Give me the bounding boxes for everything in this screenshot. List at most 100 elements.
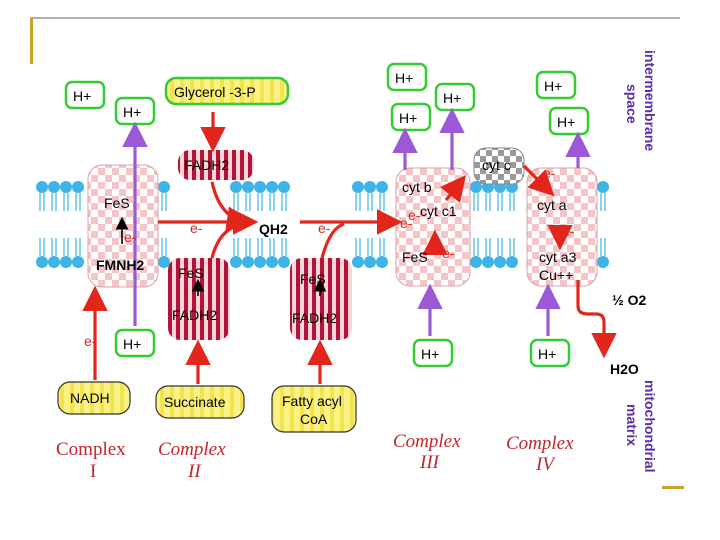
svg-text:II: II — [187, 461, 202, 482]
svg-text:H2O: H2O — [610, 361, 639, 377]
svg-text:IV: IV — [535, 454, 556, 475]
lipid-head — [36, 256, 48, 268]
succinate-box: Succinate — [155, 385, 245, 419]
svg-text:H+: H+ — [395, 70, 413, 86]
h-plus-box: H+ — [114, 328, 156, 358]
lipid-head — [364, 181, 376, 193]
svg-text:Complex: Complex — [506, 433, 574, 454]
svg-text:H+: H+ — [538, 346, 556, 362]
lipid-head — [470, 256, 482, 268]
svg-text:Complex: Complex — [393, 431, 461, 452]
lipid-head — [242, 256, 254, 268]
mitochondrial-matrix-label: mitochondrial matrix — [624, 380, 658, 473]
svg-text:FeS: FeS — [300, 271, 326, 287]
svg-text:QH2: QH2 — [259, 221, 288, 237]
svg-text:H+: H+ — [123, 104, 141, 120]
lipid-head — [158, 256, 170, 268]
lipid-head — [266, 256, 278, 268]
svg-text:e-: e- — [318, 220, 331, 236]
svg-text:cyt b: cyt b — [402, 179, 432, 195]
lipid-head — [278, 181, 290, 193]
lipid-head — [230, 256, 242, 268]
lipid-head — [242, 181, 254, 193]
svg-text:Glycerol -3-P: Glycerol -3-P — [174, 84, 256, 100]
lipid-head — [72, 256, 84, 268]
svg-text:FeS: FeS — [402, 249, 428, 265]
svg-text:H+: H+ — [399, 110, 417, 126]
svg-text:Complex: Complex — [56, 439, 126, 460]
svg-text:Complex: Complex — [158, 439, 226, 460]
svg-text:Fatty acyl: Fatty acyl — [282, 393, 342, 409]
h-plus-box: H+ — [529, 338, 571, 368]
lipid-head — [470, 181, 482, 193]
h-plus-box: H+ — [386, 62, 428, 92]
svg-text:FeS: FeS — [104, 195, 130, 211]
lipid-head — [352, 256, 364, 268]
svg-text:Succinate: Succinate — [164, 394, 226, 410]
lipid-head — [494, 256, 506, 268]
svg-text:FADH2: FADH2 — [184, 157, 229, 173]
fatty-acyl-dehydrogenase-body — [290, 258, 352, 340]
h-plus-box: H+ — [434, 82, 476, 112]
complex-ii-body — [168, 258, 230, 340]
h-plus-box: H+ — [114, 96, 156, 126]
lipid-head — [506, 256, 518, 268]
lipid-head — [158, 181, 170, 193]
svg-text:H+: H+ — [544, 78, 562, 94]
svg-text:e-: e- — [84, 333, 97, 349]
svg-text:H+: H+ — [443, 90, 461, 106]
glycerol-3-p-box: Glycerol -3-P — [164, 76, 290, 106]
lipid-head — [48, 181, 60, 193]
svg-text:e-: e- — [408, 207, 421, 223]
svg-text:H+: H+ — [73, 88, 91, 104]
h-plus-box: H+ — [535, 70, 577, 100]
fatty-acyl-coa-box: Fatty acyl CoA — [271, 385, 357, 433]
svg-text:NADH: NADH — [70, 390, 110, 406]
lipid-head — [230, 181, 242, 193]
svg-text:½ O2: ½ O2 — [612, 292, 646, 308]
lipid-head — [60, 256, 72, 268]
svg-text:FMNH2: FMNH2 — [96, 257, 144, 273]
lipid-head — [597, 181, 609, 193]
slide-frame — [30, 17, 684, 489]
svg-text:FADH2: FADH2 — [172, 307, 217, 323]
svg-text:cyt c1: cyt c1 — [420, 203, 457, 219]
svg-text:H+: H+ — [123, 336, 141, 352]
lipid-head — [266, 181, 278, 193]
svg-text:mitochondrial: mitochondrial — [642, 380, 658, 473]
svg-text:H+: H+ — [557, 114, 575, 130]
lipid-head — [376, 181, 388, 193]
lipid-head — [48, 256, 60, 268]
svg-text:e-: e- — [442, 245, 455, 261]
svg-text:H+: H+ — [421, 346, 439, 362]
svg-text:FADH2: FADH2 — [292, 310, 337, 326]
lipid-head — [36, 181, 48, 193]
complex-captions: Complex I Complex II Complex III Complex… — [56, 431, 574, 482]
svg-text:FeS: FeS — [178, 265, 204, 281]
internal-arrows — [115, 216, 327, 296]
svg-text:e-: e- — [400, 215, 413, 231]
h-plus-box: H+ — [412, 338, 454, 368]
svg-text:e-: e- — [124, 229, 137, 245]
lipid-head — [72, 181, 84, 193]
svg-text:intermembrane: intermembrane — [642, 50, 658, 151]
lipid-head — [60, 181, 72, 193]
lipid-head — [254, 256, 266, 268]
svg-text:cyt a: cyt a — [537, 197, 567, 213]
svg-text:Cu++: Cu++ — [539, 267, 573, 283]
h-plus-box: H+ — [548, 106, 590, 136]
svg-text:cyt c: cyt c — [482, 157, 511, 173]
svg-text:I: I — [90, 461, 96, 482]
intermembrane-space-label: intermembrane space — [624, 50, 658, 151]
lipid-head — [597, 256, 609, 268]
h-plus-box: H+ — [64, 80, 106, 110]
svg-text:e-: e- — [190, 220, 203, 236]
nadh-box: NADH — [57, 381, 131, 415]
svg-text:III: III — [419, 452, 441, 473]
lipid-head — [364, 256, 376, 268]
fadh2-top-body — [178, 150, 254, 180]
proton-pump-arrows — [122, 107, 591, 336]
svg-text:cyt a3: cyt a3 — [539, 249, 577, 265]
lipid-head — [254, 181, 266, 193]
h-plus-box: H+ — [390, 102, 432, 132]
